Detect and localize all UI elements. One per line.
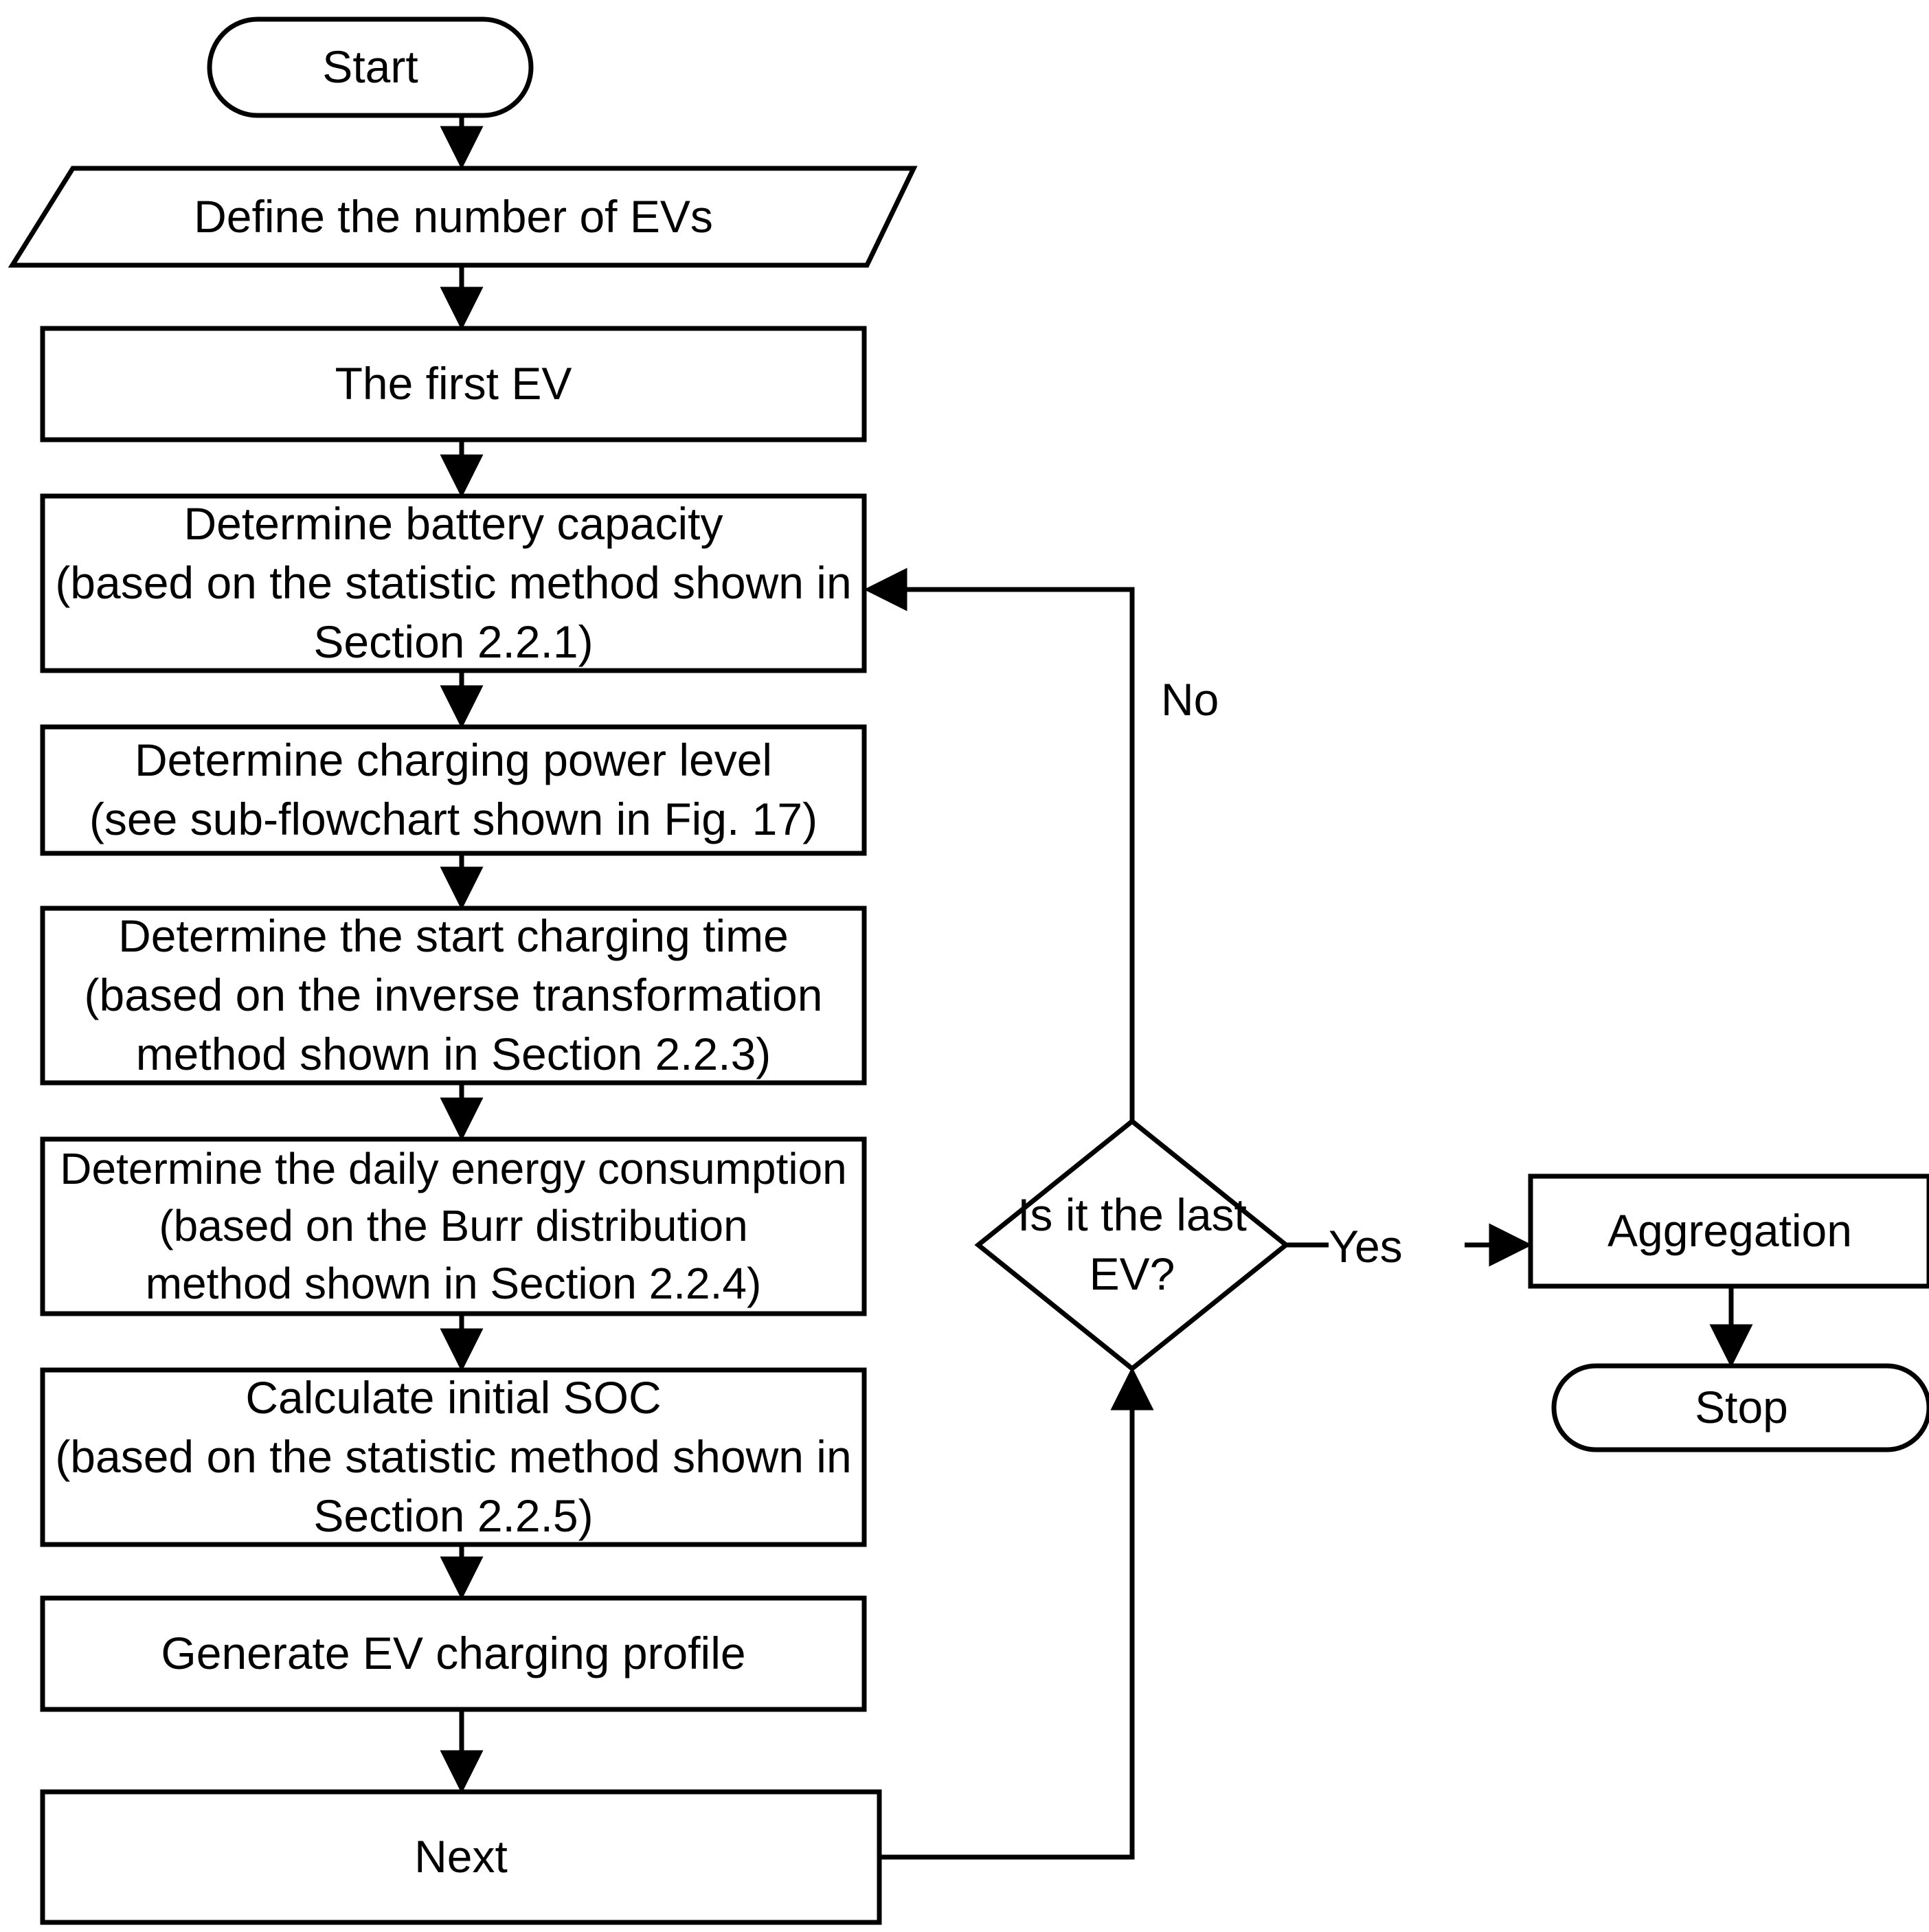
node-start-charging-time-shape[interactable]: [40, 906, 867, 1086]
node-aggregation-shape[interactable]: [1528, 1173, 1929, 1289]
node-start-shape[interactable]: [207, 16, 534, 118]
edge-next-to-decision: [879, 1367, 1154, 1860]
edge-label-no: No: [1161, 674, 1219, 725]
node-next-shape[interactable]: [40, 1789, 882, 1925]
node-charging-power-level-shape[interactable]: [40, 724, 867, 856]
node-charging-profile-shape[interactable]: [40, 1595, 867, 1712]
node-stop-shape[interactable]: [1551, 1363, 1929, 1452]
node-decision-shape[interactable]: [974, 1118, 1290, 1372]
node-define-evs-shape[interactable]: [8, 166, 918, 268]
edge-label-yes: Yes: [1329, 1221, 1403, 1272]
node-battery-capacity-shape[interactable]: [40, 493, 867, 673]
node-first-ev-shape[interactable]: [40, 326, 867, 442]
node-initial-soc-shape[interactable]: [40, 1367, 867, 1547]
edge-decision-no-to-battery: [864, 568, 1135, 1121]
node-daily-energy-shape[interactable]: [40, 1136, 867, 1316]
